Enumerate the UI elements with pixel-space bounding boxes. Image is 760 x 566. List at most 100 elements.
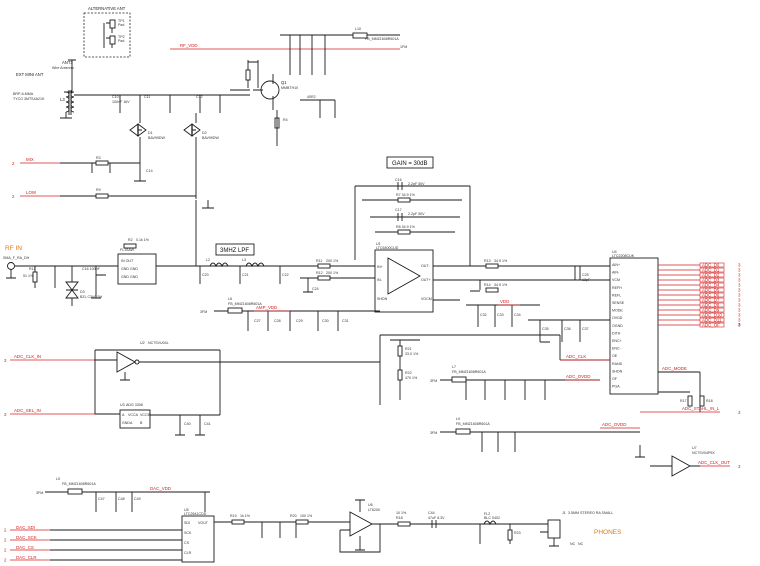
- ant1-label: ANT1: [62, 60, 73, 65]
- adc-bus-flag: [699, 277, 725, 283]
- svg-text:NC7SV04P5X: NC7SV04P5X: [692, 451, 715, 455]
- u4-pin-dith: DITH: [612, 331, 621, 335]
- svg-text:40R2: 40R2: [307, 95, 316, 99]
- l9-part: FB_MMZ1608R601A: [456, 422, 490, 426]
- tp2-label: TP2: [118, 35, 125, 39]
- c16-label: C16: [395, 178, 402, 182]
- dac-line-sheet-ref: 2: [4, 528, 7, 533]
- adc-bus-flag: [699, 272, 725, 278]
- svg-text:ADG 3308: ADG 3308: [126, 403, 143, 407]
- u4-pin-oe: OE: [612, 354, 618, 358]
- r21-label: R21: [405, 347, 412, 351]
- ext-ant-label: EXT MINI ANT: [16, 72, 44, 77]
- u4-pin-refl: REFL: [612, 293, 621, 297]
- fl1-label: FL1: [120, 248, 126, 252]
- svg-text:NC: NC: [578, 542, 584, 546]
- l7-label: L7: [452, 365, 456, 369]
- mix-label: MIX: [26, 157, 34, 162]
- u4-pin-ovdd: OVDD: [612, 316, 623, 320]
- adc-bus-sheet-ref: 3: [738, 273, 741, 278]
- l10-part: FB_MMZ1608R601A: [365, 37, 399, 41]
- svg-text:VCCA: VCCA: [128, 413, 139, 417]
- svg-text:C22: C22: [282, 273, 289, 277]
- svg-text:3: 3: [738, 464, 741, 469]
- l3-part-1: BRP-6-MMA: [13, 92, 34, 96]
- adc-mode-label: ADC_MODE: [662, 366, 687, 371]
- svg-text:LTC6400CUD: LTC6400CUD: [376, 246, 399, 250]
- u4-pin-enc: ENC+: [612, 339, 622, 343]
- u1-label: U1: [376, 242, 381, 246]
- svg-text:OUT+: OUT+: [421, 278, 431, 282]
- svg-text:C12: C12: [196, 95, 203, 99]
- svg-text:D1: D1: [148, 131, 153, 135]
- svg-text:51 1%: 51 1%: [23, 274, 34, 278]
- u4-pin-refh: REFH: [612, 286, 622, 290]
- svg-text:34.9 1%: 34.9 1%: [494, 283, 508, 287]
- svg-text:BZL C3V0 5H: BZL C3V0 5H: [80, 295, 102, 299]
- rf-in-label: RF IN: [5, 245, 22, 252]
- svg-text:200 1%: 200 1%: [326, 271, 339, 275]
- svg-text:3FM: 3FM: [36, 491, 43, 495]
- r12-label: R12: [316, 271, 323, 275]
- adc-bus-sheet-ref: 3: [738, 303, 741, 308]
- u4-pin-enc: ENC-: [612, 347, 622, 351]
- rf-vdd-label: RF_VDD: [180, 43, 198, 48]
- svg-text:R8 34.9 1%: R8 34.9 1%: [396, 225, 416, 229]
- adc-bus-label: ADC_D2: [702, 273, 720, 278]
- svg-text:2: 2: [12, 194, 15, 199]
- u3-label: U3: [120, 403, 125, 407]
- l6-part: FB_MMZ1608R601A: [228, 302, 262, 306]
- svg-text:SHDN: SHDN: [377, 297, 388, 301]
- adc-bus-flag: [699, 297, 725, 303]
- l10-label: L10: [355, 27, 361, 31]
- svg-text:R23: R23: [514, 531, 521, 535]
- u4-pin-rand: RAND: [612, 362, 623, 366]
- svg-text:VCCB: VCCB: [140, 413, 151, 417]
- svg-text:0.1k 1%: 0.1k 1%: [136, 238, 150, 242]
- adc-bus-flag: [699, 287, 725, 293]
- l6-label: L6: [228, 297, 232, 301]
- svg-text:SCK: SCK: [184, 531, 192, 535]
- r9-label: R9: [96, 188, 101, 192]
- adc-bus-sheet-ref: 3: [738, 323, 741, 328]
- svg-text:SMA_F_RA_DH: SMA_F_RA_DH: [3, 256, 30, 260]
- svg-text:C35: C35: [542, 327, 549, 331]
- u2-label: U2: [140, 341, 145, 345]
- adc-bus-label: ADC_D5: [702, 288, 720, 293]
- svg-text:C31: C31: [342, 319, 349, 323]
- r11-label: R11: [316, 259, 322, 263]
- u5-dac: [181, 515, 215, 563]
- adc-bus-flag: [699, 322, 725, 328]
- svg-text:IN+: IN+: [377, 265, 383, 269]
- svg-text:3: 3: [4, 412, 7, 417]
- svg-text:C32: C32: [480, 313, 487, 317]
- c44-label: C44: [428, 511, 435, 515]
- adc-clk-in-label: ADC_CLK_IN: [14, 354, 41, 359]
- dac-line-sheet-ref: 2: [4, 538, 7, 543]
- svg-text:C33: C33: [497, 313, 504, 317]
- amp-vdd-label: AMP_VDD: [256, 305, 277, 310]
- l2-label: L2: [206, 258, 210, 262]
- svg-text:NC: NC: [570, 542, 576, 546]
- svg-text:BAV99DW: BAV99DW: [148, 136, 166, 140]
- adc-sel-in-label: ADC_SEL_IN: [14, 408, 41, 413]
- adc-bus-label: ADC_D11: [702, 318, 722, 323]
- svg-text:C49: C49: [134, 497, 141, 501]
- adc-clk-out-label: ADC_CLK_OUT: [698, 460, 730, 465]
- d3-label: D3: [80, 290, 85, 294]
- svg-text:GND GND: GND GND: [121, 267, 138, 271]
- ant1-sub: Wire Antenna: [52, 66, 74, 70]
- low-label: LOW: [26, 190, 37, 195]
- svg-text:C29: C29: [296, 319, 303, 323]
- adc-bus-label: ADC_OF: [702, 323, 720, 328]
- l3b-label: L3: [242, 258, 246, 262]
- diode-d2: D2 BAV99DW: [183, 123, 220, 140]
- svg-text:A: A: [122, 413, 125, 417]
- u4-pin-vcm: VCM: [612, 278, 620, 282]
- svg-text:C41: C41: [204, 422, 211, 426]
- svg-text:LTC2208CUK: LTC2208CUK: [612, 254, 635, 258]
- l9-label: L9: [456, 417, 460, 421]
- u5-label: U5: [184, 508, 189, 512]
- r14-label: R14: [484, 283, 491, 287]
